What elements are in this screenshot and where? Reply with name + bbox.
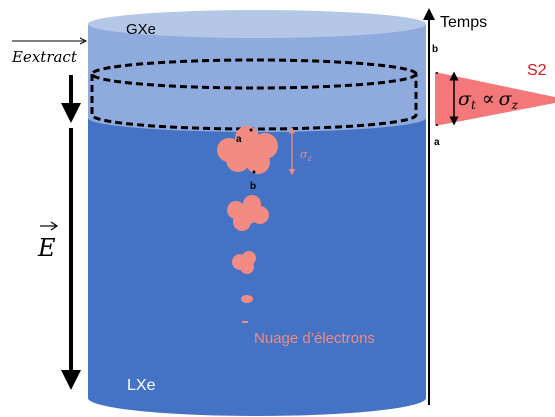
svg-text:σt∝σz: σt∝σz [458,88,519,112]
electron-cloud-third [232,251,256,274]
svg-text:Eextract: Eextract [11,48,78,66]
electron-cloud-fifth [242,321,248,323]
drift-field-vector-head [50,221,59,231]
svg-text:σz: σz [300,148,313,163]
time-axis-label: Temps [440,14,487,31]
relation-sigma-t-subscript: t [471,98,476,112]
time-point-b-label: b [432,44,438,55]
relation-sigma-t: σ [458,88,472,110]
s2-label: S2 [527,62,547,79]
cloud-point-a-label: a [236,134,242,145]
sigma-z-subscript: z [307,154,313,163]
relation-sigma-z-subscript: z [511,98,519,112]
cloud-point-a-marker [249,128,253,132]
pulse-point-b-marker [436,72,438,74]
electron-cloud-label: Nuage d’électrons [254,330,375,347]
s2-pulse-shape [435,72,555,126]
drift-field-label: E [37,234,56,262]
pulse-point-a-marker [436,124,438,126]
gas-phase-label: GXe [126,21,156,38]
cloud-point-b-label: b [250,181,256,192]
sigma-z-label: σ [300,148,308,161]
extraction-field-label: E [11,48,23,66]
relation-propto: ∝ [482,88,495,110]
extraction-field-subscript: extract [23,48,78,66]
electron-cloud-main [217,126,278,174]
liquid-phase-label: LXe [127,377,156,394]
gas-xenon-region [88,10,426,132]
cloud-point-b-marker [252,170,256,174]
extraction-field-vector-head [79,37,88,45]
time-point-a-label: a [434,137,440,148]
electron-cloud-fourth [241,295,253,303]
relation-sigma-z: σ [499,88,513,110]
electron-cloud-second [227,195,269,231]
